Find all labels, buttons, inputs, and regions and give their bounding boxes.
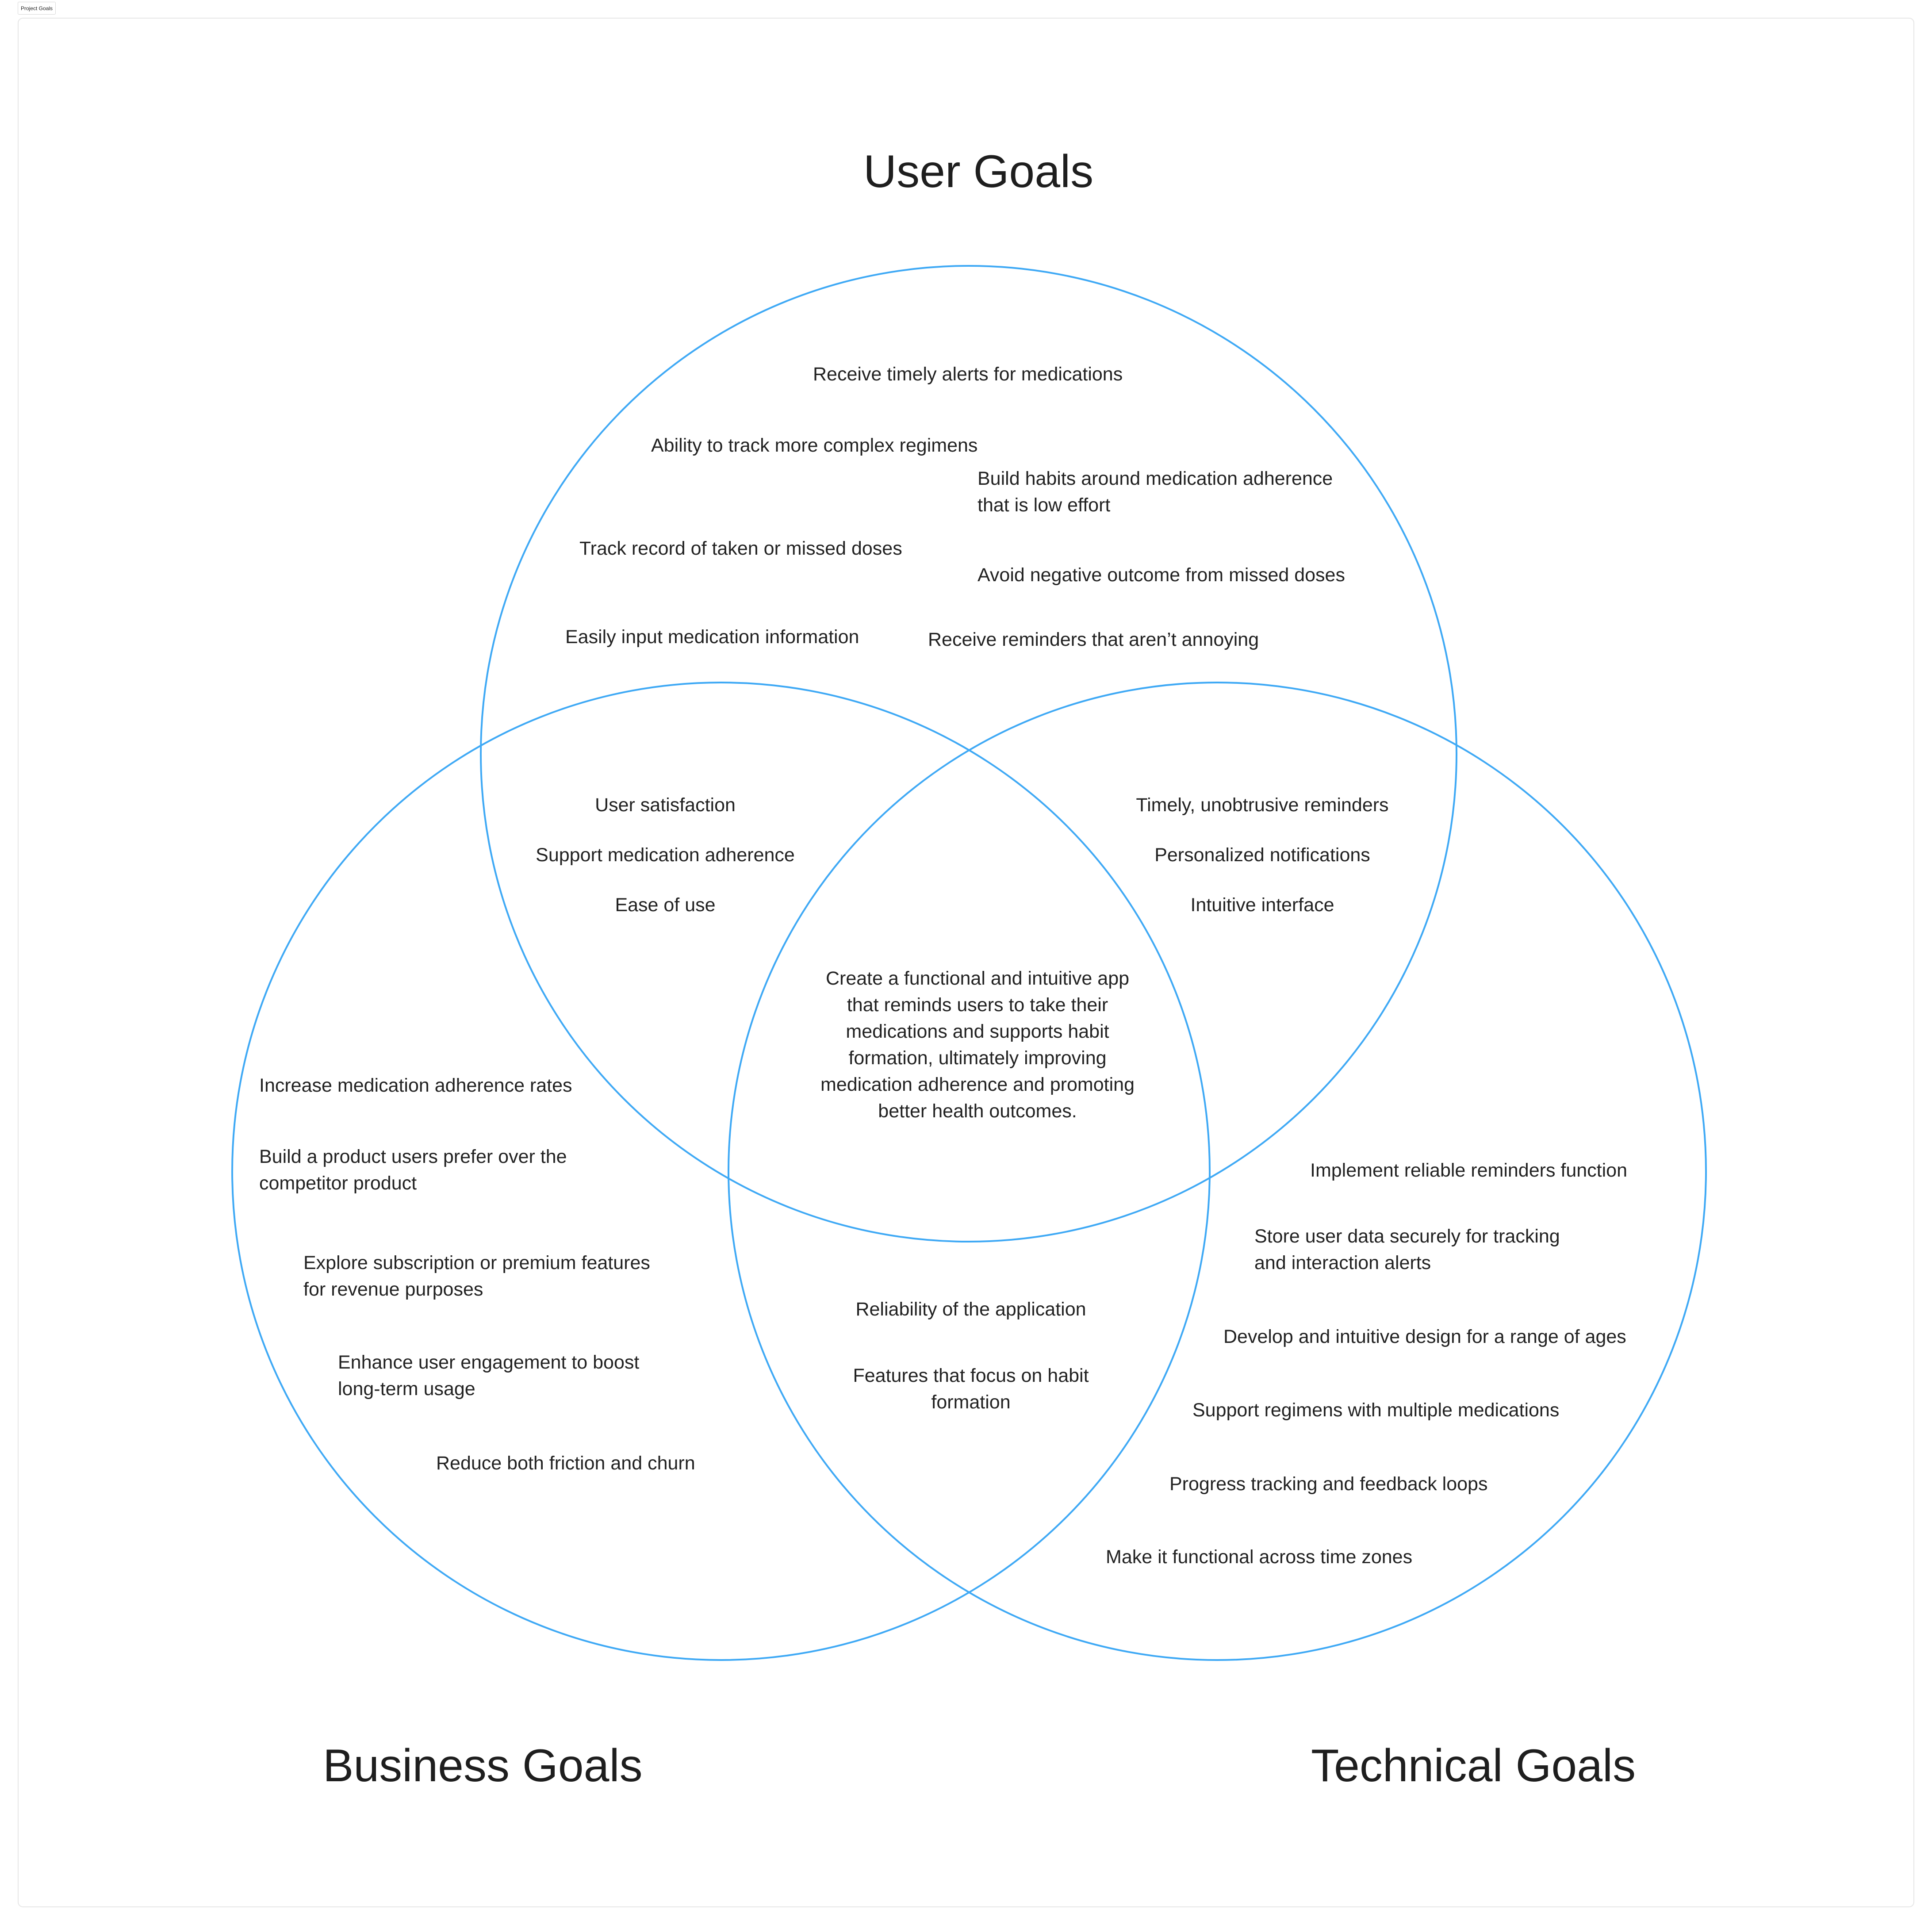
business-technical-item: Reliability of the application (855, 1299, 1086, 1320)
user-goal-item: Receive timely alerts for medications (813, 364, 1123, 385)
canvas-frame (18, 18, 1914, 1907)
technical-goal-item: Develop and intuitive design for a range… (1223, 1326, 1626, 1347)
user-goal-item: Track record of taken or missed doses (579, 538, 902, 559)
business-technical-item: Features that focus on habit formation (853, 1365, 1089, 1413)
business-goals-title: Business Goals (323, 1740, 643, 1791)
shared-goal-statement: Create a functional and intuitive app th… (820, 968, 1135, 1122)
user-goal-item: Avoid negative outcome from missed doses (978, 564, 1345, 586)
technical-goal-item: Support regimens with multiple medicatio… (1192, 1400, 1560, 1421)
user-technical-item: Timely, unobtrusive reminders (1136, 794, 1389, 816)
business-goal-item: Reduce both friction and churn (436, 1453, 695, 1474)
user-goal-item: Build habits around medication adherence… (978, 468, 1333, 516)
technical-goals-circle (728, 682, 1707, 1661)
technical-goal-item: Progress tracking and feedback loops (1169, 1473, 1488, 1495)
user-technical-item: Personalized notifications (1154, 844, 1370, 866)
technical-goal-item: Store user data securely for tracking an… (1254, 1226, 1560, 1273)
user-goal-item: Receive reminders that aren’t annoying (928, 629, 1259, 650)
frame-label[interactable]: Project Goals (18, 2, 56, 15)
technical-goal-item: Implement reliable reminders function (1310, 1160, 1627, 1181)
technical-goals-title: Technical Goals (1311, 1740, 1636, 1791)
user-goal-item: Ability to track more complex regimens (651, 435, 978, 456)
user-business-item: Ease of use (615, 894, 716, 916)
business-goal-item: Explore subscription or premium features… (303, 1252, 650, 1300)
business-goal-item: Enhance user engagement to boost long-te… (338, 1352, 640, 1400)
business-goal-item: Increase medication adherence rates (259, 1075, 572, 1096)
technical-goal-item: Make it functional across time zones (1106, 1546, 1413, 1568)
user-business-item: User satisfaction (595, 794, 736, 816)
user-goal-item: Easily input medication information (565, 626, 859, 648)
user-goals-circle (480, 265, 1457, 1242)
user-business-item: Support medication adherence (536, 844, 795, 866)
user-technical-item: Intuitive interface (1190, 894, 1334, 916)
business-goal-item: Build a product users prefer over the co… (259, 1146, 567, 1194)
business-goals-circle (231, 682, 1211, 1661)
user-goals-title: User Goals (863, 146, 1094, 197)
